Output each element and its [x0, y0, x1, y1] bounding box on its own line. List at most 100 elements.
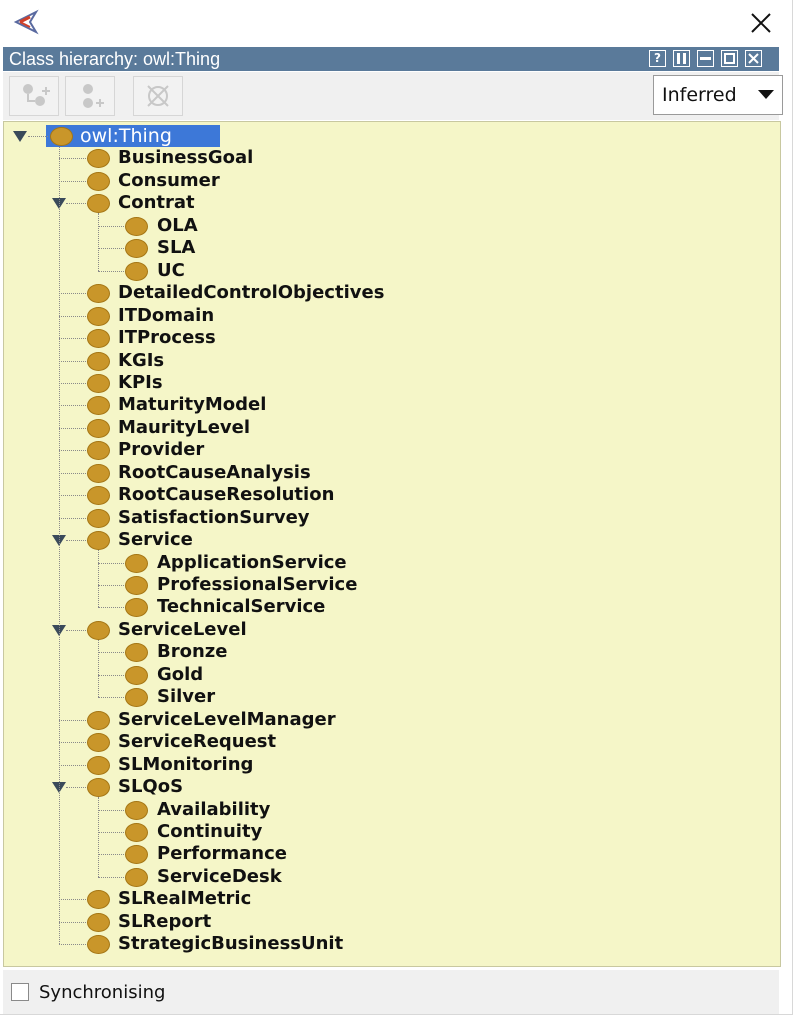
tree-guide	[59, 427, 86, 429]
tree-guide	[59, 315, 86, 317]
class-bullet-icon	[87, 418, 110, 438]
close-icon[interactable]	[744, 6, 778, 40]
split-view-button[interactable]	[673, 50, 690, 67]
tree-item-itprocess[interactable]: ITProcess	[118, 327, 216, 349]
tree-item-mauritylevel[interactable]: MaurityLevel	[118, 416, 251, 438]
synchronising-checkbox[interactable]	[11, 983, 29, 1001]
tree-item-servicedesk[interactable]: ServiceDesk	[157, 865, 282, 887]
class-bullet-icon	[50, 127, 73, 146]
help-button[interactable]: ?	[649, 50, 666, 67]
tree-guide	[66, 203, 86, 205]
tree-guide	[98, 854, 124, 856]
tree-guide	[98, 225, 124, 227]
tree-guide	[98, 270, 124, 272]
tree-item-technicalservice[interactable]: TechnicalService	[157, 596, 326, 618]
tree-item-service[interactable]: Service	[118, 529, 193, 551]
tree-item-gold[interactable]: Gold	[157, 663, 204, 685]
tree-guide	[59, 495, 86, 497]
tree-item-sla[interactable]: SLA	[157, 237, 196, 259]
window-titlebar	[0, 0, 792, 46]
tree-item-strategicbusinessunit[interactable]: StrategicBusinessUnit	[118, 933, 344, 955]
tree-item-contrat[interactable]: Contrat	[118, 192, 195, 214]
tree-item-provider[interactable]: Provider	[118, 439, 205, 461]
tree-item-availability[interactable]: Availability	[157, 798, 271, 820]
tree-guide	[98, 550, 99, 608]
tree-guide	[59, 764, 86, 766]
tree-item-maturitymodel[interactable]: MaturityModel	[118, 394, 267, 416]
tree-item-performance[interactable]: Performance	[157, 843, 287, 865]
tree-item-uc[interactable]: UC	[157, 259, 185, 281]
tree-item-slmonitoring[interactable]: SLMonitoring	[118, 753, 254, 775]
minimize-view-button[interactable]	[697, 50, 714, 67]
class-bullet-icon	[87, 351, 110, 371]
tree-item-silver[interactable]: Silver	[157, 686, 216, 708]
protege-app-icon	[13, 9, 39, 35]
class-bullet-icon	[87, 149, 110, 169]
tree-guide	[59, 450, 86, 452]
class-bullet-icon	[87, 755, 110, 775]
tree-guide	[59, 405, 86, 407]
tree-guide	[66, 629, 86, 631]
tree-item-kgis[interactable]: KGIs	[118, 349, 165, 371]
tree-root-selection	[46, 125, 220, 147]
tree-guide	[98, 831, 124, 833]
tree-guide	[98, 639, 99, 698]
reasoner-mode-select[interactable]: Inferred	[653, 75, 783, 115]
tree-item-continuity[interactable]: Continuity	[157, 820, 263, 842]
tree-guide	[59, 147, 60, 945]
tree-item-ola[interactable]: OLA	[157, 214, 198, 236]
close-view-icon	[748, 53, 759, 64]
class-bullet-icon	[87, 194, 110, 214]
add-sibling-class-button[interactable]	[65, 76, 115, 116]
tree-item-slreport[interactable]: SLReport	[118, 910, 212, 932]
tree-item-satisfactionsurvey[interactable]: SatisfactionSurvey	[118, 506, 310, 528]
tree-item-rootcauseanalysis[interactable]: RootCauseAnalysis	[118, 461, 311, 483]
class-bullet-icon	[87, 912, 110, 932]
class-bullet-icon	[87, 441, 110, 461]
tree-guide	[59, 921, 86, 923]
tree-item-detailedcontrolobjectives[interactable]: DetailedControlObjectives	[118, 282, 385, 304]
tree-item-applicationservice[interactable]: ApplicationService	[157, 551, 347, 573]
class-bullet-icon	[87, 531, 110, 551]
class-bullet-icon	[87, 284, 110, 304]
add-sibling-class-icon	[83, 84, 104, 108]
tree-item-kpis[interactable]: KPIs	[118, 371, 163, 393]
tree-guide	[98, 562, 124, 564]
delete-class-button[interactable]	[133, 76, 183, 116]
tree-guide	[59, 719, 86, 721]
tree-guide	[28, 136, 48, 137]
tree-item-servicerequest[interactable]: ServiceRequest	[118, 731, 277, 753]
add-subclass-button[interactable]	[9, 76, 59, 116]
tree-item-servicelevel[interactable]: ServiceLevel	[118, 618, 247, 640]
tree-item-itdomain[interactable]: ITDomain	[118, 304, 215, 326]
close-view-button[interactable]	[745, 50, 762, 67]
class-bullet-icon	[87, 508, 110, 528]
class-bullet-icon	[125, 598, 148, 618]
class-bullet-icon	[87, 306, 110, 326]
tree-item-slqos[interactable]: SLQoS	[118, 776, 184, 798]
expand-arrow-icon[interactable]	[13, 131, 27, 142]
tree-guide	[59, 360, 86, 362]
tree-guide	[59, 338, 86, 340]
tree-item-servicelevelmanager[interactable]: ServiceLevelManager	[118, 708, 336, 730]
delete-class-icon	[147, 85, 169, 107]
tree-guide	[59, 382, 86, 384]
tree-item-slrealmetric[interactable]: SLRealMetric	[118, 888, 252, 910]
class-bullet-icon	[87, 710, 110, 730]
tree-guide	[98, 809, 124, 811]
tree-item-rootcauseresolution[interactable]: RootCauseResolution	[118, 484, 335, 506]
tree-item-businessgoal[interactable]: BusinessGoal	[118, 147, 254, 169]
tree-root-label[interactable]: owl:Thing	[80, 125, 172, 147]
class-bullet-icon	[125, 822, 148, 842]
class-bullet-icon	[87, 935, 110, 955]
tree-guide	[98, 876, 124, 878]
view-header: Class hierarchy: owl:Thing ?	[3, 47, 779, 71]
tree-item-professionalservice[interactable]: ProfessionalService	[157, 574, 358, 595]
tree-item-consumer[interactable]: Consumer	[118, 169, 220, 191]
tree-item-bronze[interactable]: Bronze	[157, 641, 228, 663]
class-bullet-icon	[125, 665, 148, 685]
maximize-view-button[interactable]	[721, 50, 738, 67]
class-bullet-icon	[87, 171, 110, 191]
tree-guide	[59, 517, 86, 519]
